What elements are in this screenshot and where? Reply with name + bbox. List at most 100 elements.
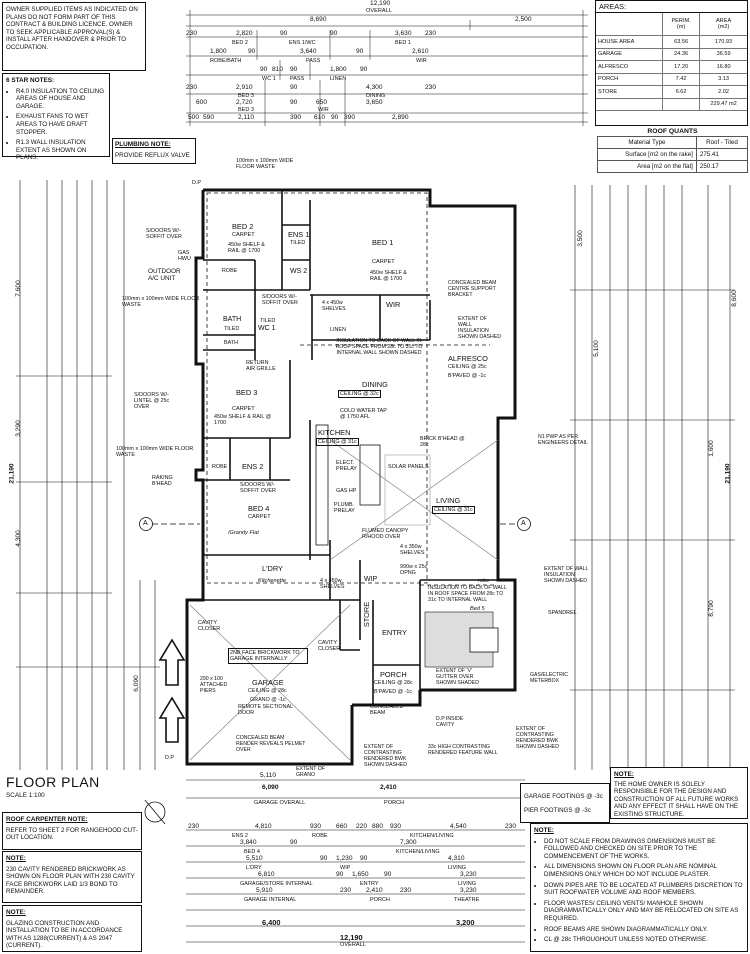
contrast-note-2: EXTENT OF CONTRASTING RENDERED BWK SHOWN… <box>516 726 559 750</box>
internal-walls <box>203 190 498 705</box>
garage-arrows <box>158 638 186 743</box>
shelves-3: 4 x 450w SHELVES <box>320 578 345 590</box>
room-porch-floor: B'PAVED @ -1c <box>374 689 413 695</box>
dim: 90 <box>320 855 328 862</box>
roof-v2: 250.17 <box>695 160 749 173</box>
dim: 3,650 <box>366 99 383 106</box>
area-name: STORE <box>596 85 663 99</box>
area-perim: 6.62 <box>662 85 701 99</box>
garage-overall-dim: 6,090 <box>262 784 279 791</box>
cavity-closer-2: CAVITY CLOSER <box>318 640 341 652</box>
room-dining-ceiling: CEILING @ 32c <box>338 390 381 398</box>
dim: 500 <box>188 114 200 121</box>
return-air-grille: RETURN AIR GRILLE <box>246 360 276 372</box>
room-garage: GARAGE <box>252 678 284 687</box>
plumb-prelay: PLUMB. PRELAY <box>334 502 355 514</box>
general-note-item: ALL DIMENSIONS SHOWN ON FLOOR PLAN ARE N… <box>544 863 744 878</box>
six-star-item: R4.0 INSULATION TO CEILING AREAS OF HOUS… <box>16 88 106 111</box>
dim: 90 <box>290 66 298 73</box>
overall-top-dim: 12,190 <box>370 0 391 7</box>
six-star-item: R1.3 WALL INSULATION EXTENT AS SHOWN ON … <box>16 139 106 162</box>
dim: 90 <box>360 66 368 73</box>
brickwork-title: NOTE: <box>6 855 26 862</box>
room-wip: WIP <box>364 576 378 583</box>
kitchen-bench <box>315 424 381 546</box>
grandy-flat: /Grandy Flat <box>228 530 259 536</box>
porch-dim: 2,410 <box>380 784 397 791</box>
right-overall-dim: 21,190 <box>724 463 732 484</box>
dim: 2,820 <box>236 30 253 37</box>
insulation-dashed <box>206 192 495 586</box>
rangehood-canopy: FLUMED CANOPY R/HOOD OVER <box>362 528 409 540</box>
extent-wall-note-2: EXTENT OF WALL INSULATION SHOWN DASHED <box>544 566 589 584</box>
opening: 990w x 25c OPNG <box>400 564 428 576</box>
dim: 660 <box>336 823 348 830</box>
area-name: HOUSE AREA <box>596 35 663 49</box>
plumbing-note: PLUMBING NOTE: PROVIDE REFLUX VALVE <box>112 138 196 164</box>
room-bed1-floor: CARPET <box>372 259 395 265</box>
dim: 90 <box>248 48 256 55</box>
dim: 6,400 <box>262 918 281 927</box>
dim: 930 <box>390 823 402 830</box>
room-wc1-floor: TILED <box>260 318 276 324</box>
table-row: 229.47 m2 <box>596 98 747 111</box>
dim-label: LIVING <box>448 865 467 871</box>
attached-piers: 290 x 100 ATTACHED PIERS <box>200 676 228 694</box>
top-seg-b: 2,500 <box>515 16 532 23</box>
dim: 220 <box>356 823 368 830</box>
gas-hp: GAS HP <box>336 488 357 494</box>
dim: 4,300 <box>366 84 383 91</box>
dim: 90 <box>290 84 298 91</box>
dim-label: KITCHEN/LIVING <box>396 849 440 855</box>
area-name: ALFRESCO <box>596 60 663 74</box>
dim: 3,230 <box>460 871 477 878</box>
n1pwp-note: N1 PWP AS PER ENGINEERS DETAIL <box>538 434 588 446</box>
general-note-item: DO NOT SCALE FROM DRAWINGS DIMENSIONS MU… <box>544 838 744 861</box>
cold-water-tap: COLD WATER TAP @ 1750 AFL <box>340 408 387 420</box>
dim-label: BED 3 <box>238 93 254 99</box>
dim: 930 <box>310 823 322 830</box>
overall-top-label: OVERALL <box>366 8 392 14</box>
area-value: 170.93 <box>699 35 747 49</box>
overall-bottom-dim: 12,190 <box>340 933 363 942</box>
glazing-note: NOTE: GLAZING CONSTRUCTION AND INSTALLAT… <box>2 905 142 952</box>
top-dimension-lines <box>186 10 588 126</box>
sliding-doors-2: S/DOORS W/- SOFFIT OVER <box>262 294 298 306</box>
general-note-item: DOWN PIPES ARE TO BE LOCATED AT PLUMBERS… <box>544 882 744 897</box>
glazing-title: NOTE: <box>6 909 26 916</box>
general-notes: NOTE: DO NOT SCALE FROM DRAWINGS DIMENSI… <box>530 823 748 952</box>
six-star-title: 6 STAR NOTES: <box>6 77 55 84</box>
meterbox <box>469 627 499 653</box>
dim-label: ENTRY <box>360 881 379 887</box>
dim: 810 <box>272 66 284 73</box>
room-ens1-floor: TILED <box>290 240 306 246</box>
sliding-doors-1: S/DOORS W/- SOFFIT OVER <box>146 228 182 240</box>
area-header: AREA <box>715 18 732 24</box>
dim: 230 <box>186 30 198 37</box>
room-bed2-shelf: 450w SHELF & RAIL @ 1700 <box>228 242 265 254</box>
owner-supplied-note: OWNER SUPPLIED ITEMS AS INDICATED ON PLA… <box>2 2 146 71</box>
dim: 880 <box>372 823 384 830</box>
dim: 2,720 <box>236 99 253 106</box>
dim: 90 <box>260 66 268 73</box>
dim: 3,840 <box>240 839 257 846</box>
dim: 5,510 <box>246 855 263 862</box>
dim: 2,110 <box>238 114 255 121</box>
spandrel: SPANDREL <box>548 610 577 616</box>
perim-header: PERIM. <box>671 18 691 24</box>
insulation-roof-note-2: INSULATION TO BACK OF WALL IN ROOF SPACE… <box>428 585 507 603</box>
sliding-doors-4: S/DOORS W/- SOFFIT OVER <box>240 482 276 494</box>
room-robe: ROBE <box>222 268 238 274</box>
concealed-beam: CONCEALED BEAM <box>370 704 404 716</box>
room-store: STORE <box>362 601 372 628</box>
dim: 3,200 <box>456 918 475 927</box>
dim: 2,610 <box>412 48 429 55</box>
glazing-text: GLAZING CONSTRUCTION AND INSTALLATION TO… <box>6 919 123 950</box>
section-markers <box>139 517 531 531</box>
dim: 90 <box>330 30 338 37</box>
left-dim: 3,290 <box>14 420 22 437</box>
area-name: PORCH <box>596 73 663 86</box>
